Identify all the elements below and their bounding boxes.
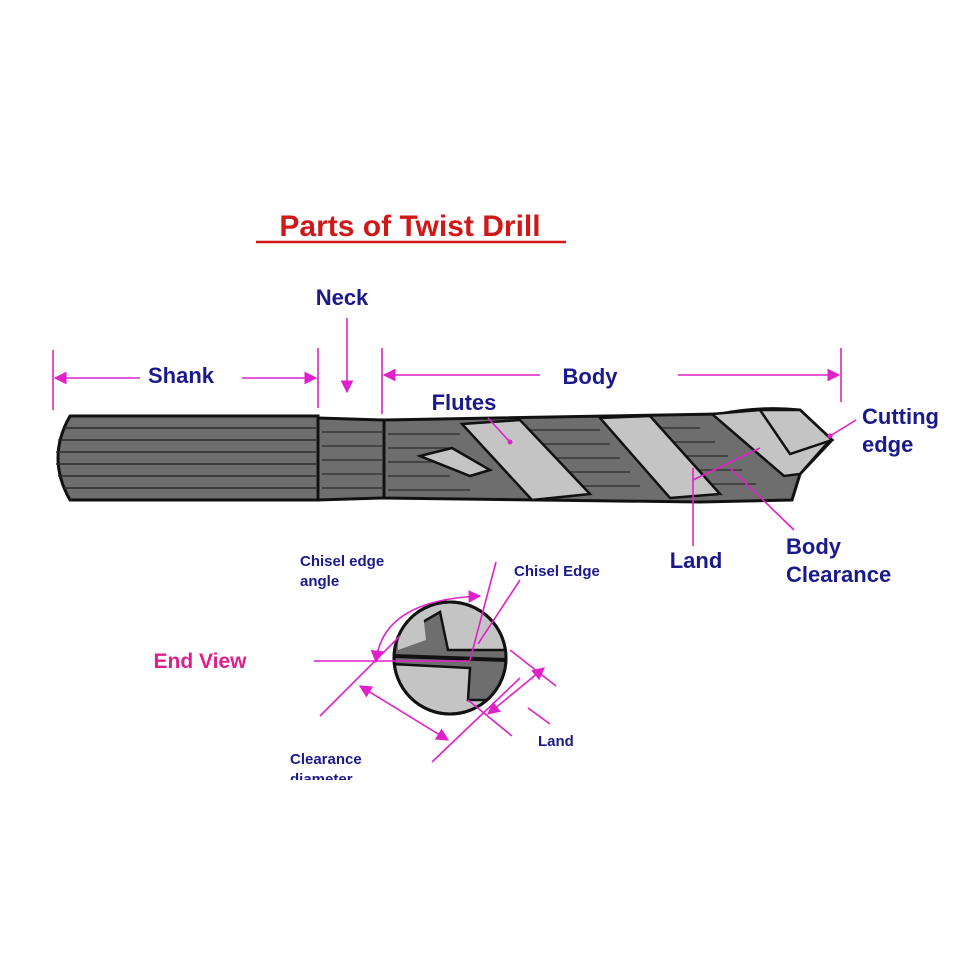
drill-point — [757, 408, 835, 456]
drill-flutes — [415, 408, 833, 502]
drill-shank — [56, 414, 320, 502]
label-neck: Neck — [316, 285, 369, 310]
label-land: Land — [670, 548, 723, 573]
label-body-clearance-1: Body — [786, 534, 842, 559]
label-chisel-edge: Chisel Edge — [514, 563, 600, 580]
label-chisel-edge-angle-2: angle — [300, 573, 339, 590]
page-title: Parts of Twist Drill — [279, 210, 540, 243]
drill-body — [382, 407, 835, 504]
label-end-land: Land — [538, 733, 574, 750]
dimension-lines — [52, 318, 857, 546]
label-clearance-diameter-1: Clearance — [290, 751, 362, 768]
label-cutting-edge-1: Cutting — [862, 404, 939, 429]
label-shank: Shank — [148, 363, 215, 388]
text-crop-mask — [280, 780, 400, 794]
drill-side-view — [56, 407, 835, 504]
cutting-edge-pointer-dot — [827, 433, 833, 439]
label-cutting-edge-2: edge — [862, 432, 913, 457]
end-view — [392, 600, 508, 716]
end-view-title: End View — [154, 650, 248, 673]
label-flutes: Flutes — [432, 390, 497, 415]
label-body: Body — [563, 364, 619, 389]
end-view-annotations — [314, 561, 557, 763]
label-chisel-edge-angle-1: Chisel edge — [300, 553, 384, 570]
label-body-clearance-2: Clearance — [786, 562, 891, 587]
drill-neck — [316, 416, 386, 502]
flutes-pointer-dot — [507, 439, 513, 445]
